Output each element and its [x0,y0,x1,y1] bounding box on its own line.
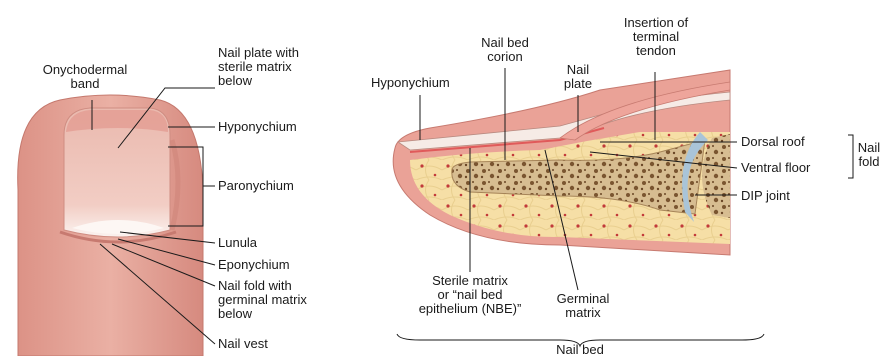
label-germinal-matrix: Germinal matrix [544,292,622,320]
label-left-hyponychium: Hyponychium [218,120,297,134]
label-dorsal-roof: Dorsal roof [741,135,805,149]
label-eponychium: Eponychium [218,258,290,272]
label-ventral-floor: Ventral floor [741,161,810,175]
label-nail-plate-section: Nail plate [552,63,604,91]
label-nail-bed-corion: Nail bed corion [462,36,548,64]
label-paronychium: Paronychium [218,179,294,193]
fingertip-dorsal-view [18,88,215,356]
label-insertion-terminal-tendon: Insertion of terminal tendon [606,16,706,58]
label-nail-fold-bracket: Nail fold [854,141,884,169]
label-nail-bed: Nail bed [540,343,620,357]
label-right-hyponychium: Hyponychium [371,76,450,90]
label-nail-plate-sterile-matrix: Nail plate with sterile matrix below [218,46,299,88]
label-onychodermal-band: Onychodermal band [30,63,140,91]
label-lunula: Lunula [218,236,257,250]
label-sterile-matrix-nbe: Sterile matrix or “nail bed epithelium (… [400,274,540,316]
label-nail-vest: Nail vest [218,337,268,351]
label-dip-joint: DIP joint [741,189,790,203]
label-nail-fold-germinal-matrix: Nail fold with germinal matrix below [218,279,307,321]
